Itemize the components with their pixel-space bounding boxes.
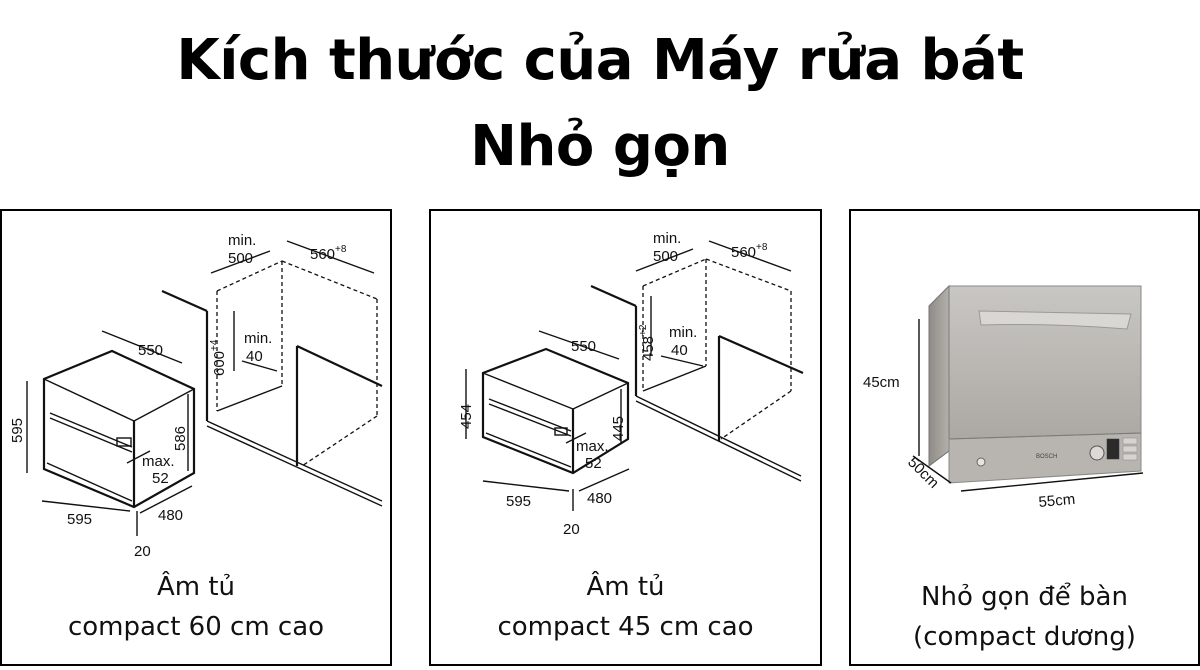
niche-width-value: 560+8 bbox=[731, 242, 768, 261]
niche-width-tolerance: +8 bbox=[335, 244, 347, 255]
niche-width-value: 560+8 bbox=[310, 244, 347, 263]
brand-logo: BOSCH bbox=[1036, 454, 1057, 460]
appliance-depth-value: 550 bbox=[138, 342, 163, 359]
niche-drawing bbox=[161, 260, 383, 507]
caption-line-2: compact 60 cm cao bbox=[67, 612, 325, 642]
appliance-width-value: 595 bbox=[67, 511, 92, 528]
appliance-drawing bbox=[42, 349, 196, 509]
appliance-height-value: 595 bbox=[9, 418, 26, 443]
max-value: 52 bbox=[152, 470, 169, 487]
caption-line-2: compact 45 cm cao bbox=[497, 612, 754, 642]
niche-depth-value: 500 bbox=[228, 250, 253, 267]
appliance-drawing bbox=[481, 347, 630, 475]
caption-line-1: Nhỏ gọn để bàn bbox=[921, 582, 1128, 612]
niche-depth-min-label: min. bbox=[653, 230, 681, 247]
niche-height-tolerance: +4 bbox=[209, 339, 220, 351]
gap-min-value: 40 bbox=[246, 348, 263, 365]
title-line-1: Kích thước của Máy rửa bát bbox=[176, 28, 1024, 93]
niche-width-tolerance: +8 bbox=[756, 242, 768, 253]
niche-depth-min-label: min. bbox=[228, 232, 256, 249]
niche-drawing bbox=[590, 258, 804, 482]
panel-caption: Âm tủ compact 60 cm cao bbox=[2, 567, 390, 647]
caption-line-1: Âm tủ bbox=[586, 572, 665, 602]
appliance-inner-height-value: 586 bbox=[172, 426, 189, 451]
dimension-lines bbox=[26, 240, 375, 536]
diagram-built-in-60: min. 500 560+8 600+4 min. 40 550 595 586… bbox=[9, 232, 383, 560]
panel-built-in-45: min. 500 560+8 458+2 min. 40 550 454 445… bbox=[429, 209, 822, 666]
dishwasher-image: BOSCH bbox=[928, 284, 1142, 484]
max-label: max. bbox=[142, 453, 175, 470]
niche-depth-value: 500 bbox=[653, 248, 678, 265]
diagram-built-in-45: min. 500 560+8 458+2 min. 40 550 454 445… bbox=[458, 230, 804, 538]
diagram-countertop: BOSCH 45cm 50cm 55cm bbox=[863, 284, 1144, 511]
gap-min-label: min. bbox=[669, 324, 697, 341]
title-line-2: Nhỏ gọn bbox=[470, 114, 730, 179]
dimension-lines bbox=[465, 240, 792, 511]
width-label: 55cm bbox=[1038, 491, 1076, 511]
gap-min-value: 40 bbox=[671, 342, 688, 359]
appliance-depth-value: 550 bbox=[571, 338, 596, 355]
max-value: 52 bbox=[585, 455, 602, 472]
height-label: 45cm bbox=[863, 374, 900, 391]
page-title: Kích thước của Máy rửa bát Nhỏ gọn bbox=[0, 18, 1200, 190]
appliance-side-value: 480 bbox=[158, 507, 183, 524]
niche-height-tolerance: +2 bbox=[638, 324, 649, 336]
appliance-side-value: 480 bbox=[587, 490, 612, 507]
appliance-inner-height-value: 445 bbox=[610, 416, 627, 441]
control-knob-icon bbox=[1089, 445, 1105, 461]
niche-height-value: 458+2 bbox=[638, 324, 657, 361]
front-value: 20 bbox=[563, 521, 580, 538]
front-value: 20 bbox=[134, 543, 151, 560]
panel-countertop: BOSCH 45cm 50cm 55cm Nhỏ gọn để bàn (com… bbox=[849, 209, 1200, 666]
caption-line-2: (compact dương) bbox=[913, 622, 1136, 652]
gap-min-label: min. bbox=[244, 330, 272, 347]
panel-caption: Nhỏ gọn để bàn (compact dương) bbox=[851, 577, 1198, 657]
max-label: max. bbox=[576, 438, 609, 455]
panel-caption: Âm tủ compact 45 cm cao bbox=[431, 567, 820, 647]
dimension-lines bbox=[912, 319, 1144, 492]
caption-line-1: Âm tủ bbox=[156, 572, 236, 602]
appliance-height-value: 454 bbox=[458, 404, 475, 429]
panel-built-in-60: min. 500 560+8 600+4 min. 40 550 595 586… bbox=[0, 209, 392, 666]
appliance-width-value: 595 bbox=[506, 493, 531, 510]
niche-height-value: 600+4 bbox=[209, 339, 228, 376]
